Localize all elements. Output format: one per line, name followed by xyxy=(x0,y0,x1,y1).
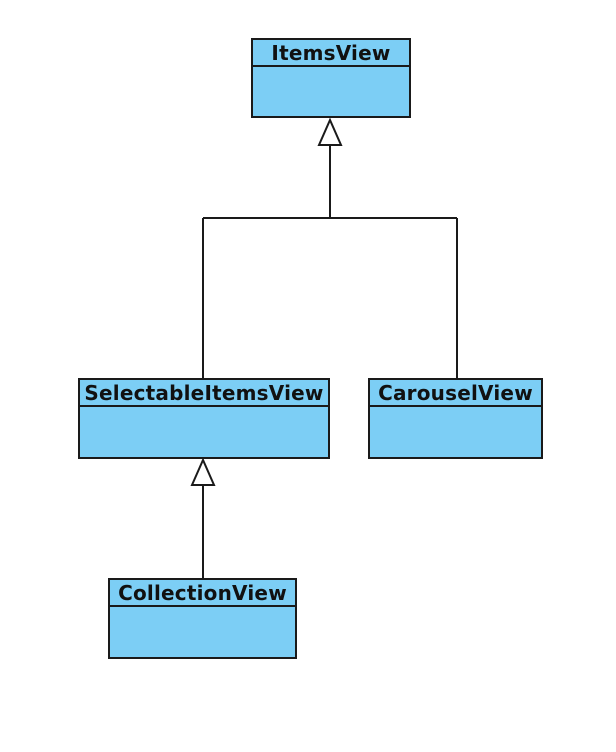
inheritance-arrowhead xyxy=(317,117,343,146)
class-name: ItemsView xyxy=(253,40,409,67)
inheritance-arrowhead xyxy=(190,457,216,486)
class-name: CollectionView xyxy=(110,580,295,607)
class-collectionview: CollectionView xyxy=(108,578,297,659)
class-selectableitemsview: SelectableItemsView xyxy=(78,378,330,459)
generalization-to-itemsview xyxy=(202,117,458,378)
class-itemsview: ItemsView xyxy=(251,38,411,118)
generalization-to-selectableitemsview xyxy=(190,457,216,578)
class-carouselview: CarouselView xyxy=(368,378,543,459)
class-name: CarouselView xyxy=(370,380,541,407)
class-name: SelectableItemsView xyxy=(80,380,328,407)
